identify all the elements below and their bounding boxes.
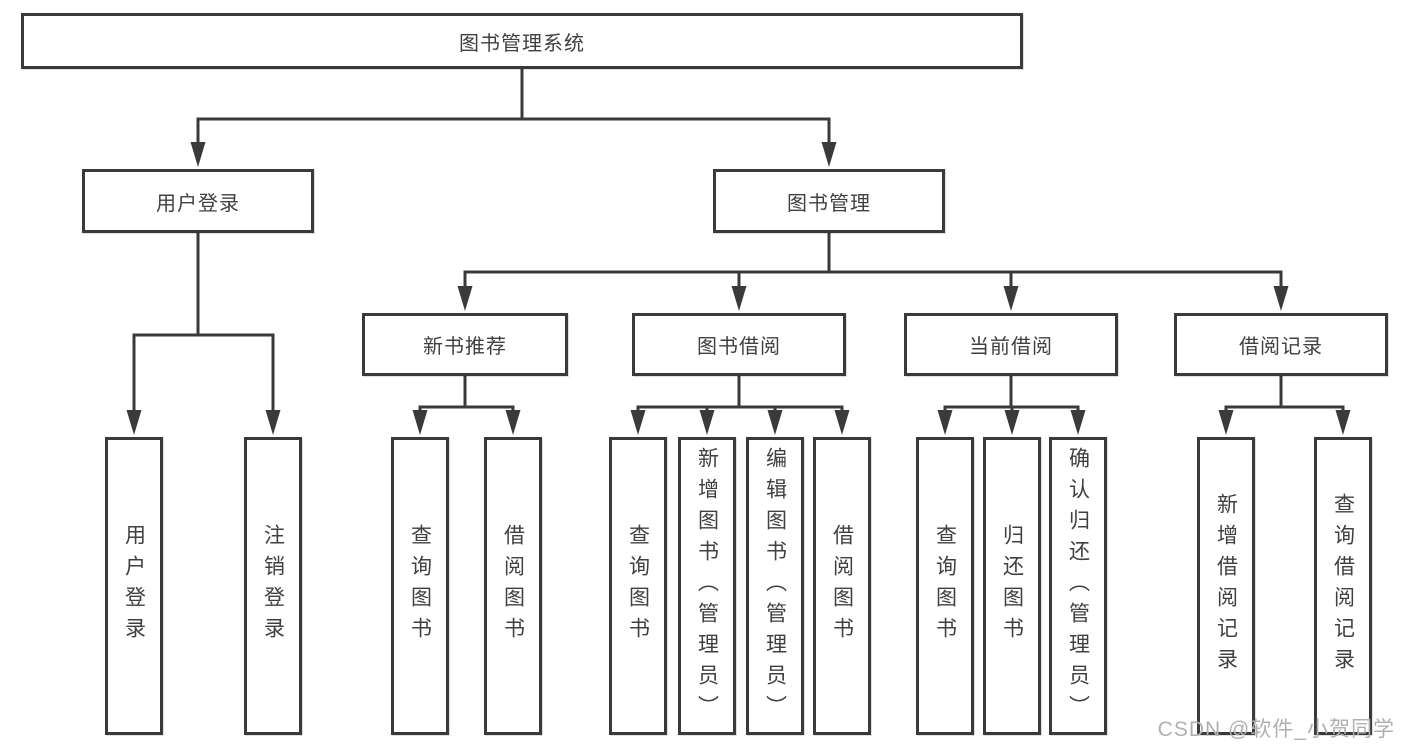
node-current-borrowing: 当前借阅 — [904, 313, 1118, 376]
node-label: 图书管理 — [787, 192, 871, 215]
node-label: 编辑图书（管理员） — [763, 446, 787, 726]
leaf-confirm-return-admin: 确认归还（管理员） — [1049, 437, 1107, 735]
node-label: 新书推荐 — [423, 336, 507, 358]
node-label: 查询图书 — [408, 524, 432, 648]
node-book-borrowing: 图书借阅 — [632, 313, 846, 376]
node-label: 确认归还（管理员） — [1066, 446, 1090, 726]
node-label: 新增图书（管理员） — [695, 446, 719, 726]
node-label: 新增借阅记录 — [1214, 493, 1238, 679]
node-label: 图书借阅 — [697, 336, 781, 358]
leaf-query-books-recommend: 查询图书 — [391, 437, 449, 735]
node-label: 归还图书 — [1000, 524, 1024, 648]
leaf-edit-books-admin: 编辑图书（管理员） — [746, 437, 804, 735]
leaf-borrow-books-borrow: 借阅图书 — [813, 437, 871, 735]
node-book-management: 图书管理 — [713, 169, 945, 233]
node-label: 当前借阅 — [969, 336, 1053, 358]
node-label: 图书管理系统 — [459, 32, 585, 55]
leaf-query-books-borrow: 查询图书 — [609, 437, 667, 735]
node-label: 借阅记录 — [1239, 336, 1323, 358]
leaf-query-borrow-record: 查询借阅记录 — [1314, 437, 1372, 735]
node-borrowing-records: 借阅记录 — [1174, 313, 1388, 376]
node-label: 借阅图书 — [830, 524, 854, 648]
node-label: 查询借阅记录 — [1331, 493, 1355, 679]
node-label: 注销登录 — [261, 524, 285, 648]
leaf-borrow-books-recommend: 借阅图书 — [484, 437, 542, 735]
leaf-user-login: 用户登录 — [105, 437, 163, 735]
leaf-logout: 注销登录 — [244, 437, 302, 735]
node-user-login: 用户登录 — [82, 169, 314, 233]
leaf-return-books: 归还图书 — [983, 437, 1041, 735]
node-label: 用户登录 — [122, 524, 146, 648]
leaf-add-borrow-record: 新增借阅记录 — [1197, 437, 1255, 735]
node-label: 借阅图书 — [501, 524, 525, 648]
leaf-query-books-current: 查询图书 — [916, 437, 974, 735]
leaf-add-books-admin: 新增图书（管理员） — [678, 437, 736, 735]
node-label: 查询图书 — [626, 524, 650, 648]
node-label: 查询图书 — [933, 524, 957, 648]
node-new-book-recommend: 新书推荐 — [362, 313, 568, 376]
node-label: 用户登录 — [156, 192, 240, 215]
node-library-management-system: 图书管理系统 — [21, 13, 1023, 69]
csdn-watermark: CSDN @软件_小贺同学 — [1157, 718, 1395, 741]
